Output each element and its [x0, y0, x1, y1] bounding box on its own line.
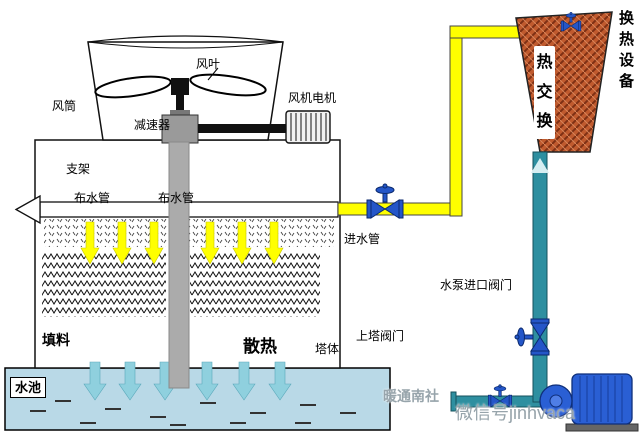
label-tower-body: 塔体	[315, 342, 340, 356]
reducer-cap	[170, 110, 190, 116]
hot-water-arrows	[80, 221, 284, 265]
fan-assembly	[94, 67, 331, 144]
motor-shaft	[282, 124, 288, 133]
watermark-brand: 暖通南社	[383, 388, 439, 404]
fan-blade-pointer-line	[207, 67, 219, 81]
fill-block-left	[42, 253, 166, 317]
pump-eye	[549, 394, 563, 408]
label-bracket: 支架	[66, 162, 91, 176]
drive-shaft	[198, 124, 286, 133]
label-water-pool: 水池	[10, 377, 47, 398]
fan-motor	[285, 110, 331, 144]
pump-motor	[571, 373, 633, 425]
label-fan-duct: 风筒	[52, 99, 77, 113]
label-tower-valve: 上塔阀门	[356, 329, 405, 343]
pipe-flange	[450, 391, 457, 412]
label-reducer: 减速器	[134, 118, 171, 132]
label-dist-pipe-left: 布水管	[74, 191, 111, 205]
label-fan-motor: 风机电机	[288, 91, 337, 105]
hot-water-pipe	[337, 25, 531, 217]
heat-exchanger	[515, 11, 613, 153]
pump-base	[565, 423, 639, 432]
cool-water-arrows	[83, 361, 292, 401]
label-pump-inlet-valve: 水泵进口阀门	[440, 278, 513, 292]
cowl-rim-inner	[87, 41, 284, 49]
pool-basin	[4, 367, 391, 431]
water-pool	[4, 367, 391, 431]
fan-hub	[171, 78, 189, 95]
water-surface-dashes	[30, 400, 356, 426]
label-heat-dissipation: 散热	[243, 337, 277, 356]
motor-fins	[579, 376, 623, 422]
cold-pipe-riser	[532, 151, 548, 403]
fan-shaft	[176, 94, 184, 116]
water-pump	[539, 373, 639, 432]
flow-up-arrow	[531, 158, 549, 173]
fan-blade-left	[94, 75, 172, 99]
label-heat-exchange-equipment: 换热设备	[618, 10, 634, 90]
label-heat-exchanger: 热交换	[534, 46, 555, 139]
watermark-wechat: 微信号jinhvaca	[455, 403, 576, 423]
label-fan-blade: 风叶	[196, 57, 221, 71]
reducer-box	[161, 114, 199, 144]
label-dist-pipe-right: 布水管	[158, 191, 195, 205]
label-fill-material: 填料	[42, 332, 70, 348]
cooling-tower	[14, 35, 341, 401]
hot-pipe-riser	[449, 25, 463, 217]
fan-blade-right	[189, 73, 267, 97]
center-column	[168, 141, 190, 389]
fill-block-right	[190, 253, 320, 317]
pipe-end-arrow	[14, 194, 41, 225]
label-inlet-pipe: 进水管	[344, 232, 381, 246]
heat-exchanger-body	[515, 11, 613, 153]
cowl-rim-outer	[87, 35, 284, 43]
